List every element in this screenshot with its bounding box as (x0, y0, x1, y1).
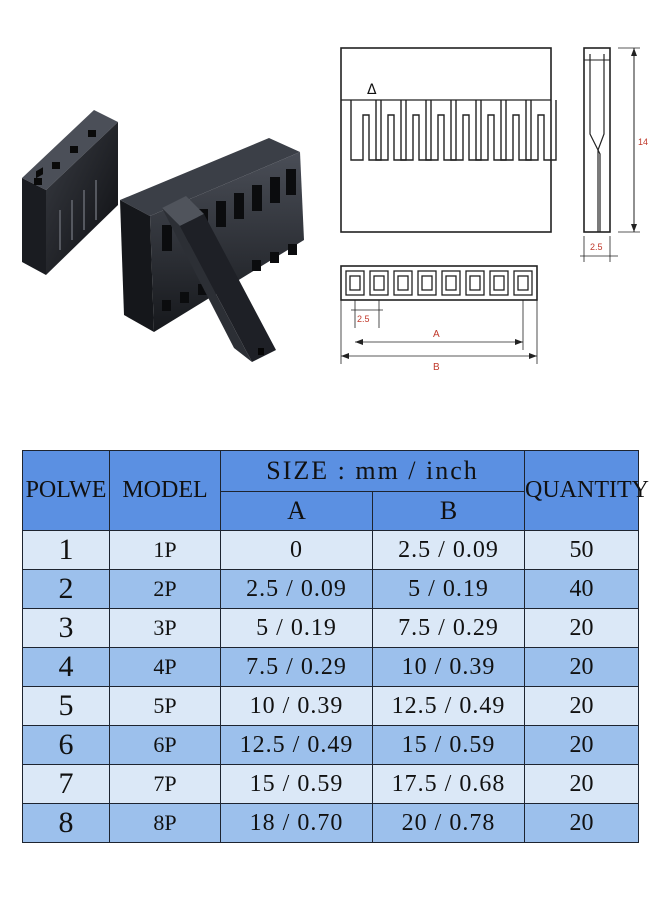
cell-model: 4P (109, 647, 221, 687)
cell-quantity: 40 (524, 569, 640, 609)
cell-model: 3P (109, 608, 221, 648)
cell-polwe: 4 (22, 647, 110, 687)
dimension-2-5-side-label: 2.5 (590, 242, 603, 252)
table-row: 4 4P 7.5 / 0.29 10 / 0.39 20 (22, 647, 640, 687)
table-row: 2 2P 2.5 / 0.09 5 / 0.19 40 (22, 569, 640, 609)
cell-quantity: 20 (524, 725, 640, 765)
header-b: B (371, 491, 526, 531)
cell-quantity: 20 (524, 608, 640, 648)
cell-a: 2.5 / 0.09 (220, 569, 373, 609)
cell-b: 12.5 / 0.49 (371, 686, 526, 726)
header-polwe: POLWE (22, 450, 110, 531)
cell-model: 7P (109, 764, 221, 804)
cell-quantity: 20 (524, 647, 640, 687)
dimension-a-label: A (433, 329, 440, 340)
cell-a: 18 / 0.70 (220, 803, 373, 843)
dimension-pitch-label: 2.5 (357, 314, 370, 324)
cell-model: 6P (109, 725, 221, 765)
cell-polwe: 1 (22, 530, 110, 570)
cell-model: 5P (109, 686, 221, 726)
side-view-drawing: 14 2.5 (580, 47, 648, 262)
cell-polwe: 8 (22, 803, 110, 843)
table-row: 8 8P 18 / 0.70 20 / 0.78 20 (22, 803, 640, 843)
cell-polwe: 3 (22, 608, 110, 648)
cell-b: 17.5 / 0.68 (371, 764, 526, 804)
bottom-view-drawing: 2.5 A B (340, 265, 538, 373)
cell-b: 10 / 0.39 (371, 647, 526, 687)
dimension-b-label: B (433, 362, 440, 373)
cell-model: 1P (109, 530, 221, 570)
cell-b: 5 / 0.19 (371, 569, 526, 609)
cell-polwe: 2 (22, 569, 110, 609)
front-view-drawing: Δ (340, 47, 557, 233)
cell-quantity: 20 (524, 686, 640, 726)
cell-polwe: 7 (22, 764, 110, 804)
cell-b: 15 / 0.59 (371, 725, 526, 765)
cell-quantity: 20 (524, 803, 640, 843)
dimension-14-label: 14 (638, 137, 648, 147)
cell-b: 2.5 / 0.09 (371, 530, 526, 570)
cell-a: 12.5 / 0.49 (220, 725, 373, 765)
header-quantity: QUANTITY (524, 450, 649, 531)
header-size: SIZE : mm / inch (219, 450, 526, 492)
pin1-marker: Δ (367, 82, 377, 98)
table-row: 7 7P 15 / 0.59 17.5 / 0.68 20 (22, 764, 640, 804)
cell-a: 7.5 / 0.29 (220, 647, 373, 687)
cell-a: 0 (220, 530, 373, 570)
table-row: 3 3P 5 / 0.19 7.5 / 0.29 20 (22, 608, 640, 648)
cell-b: 20 / 0.78 (371, 803, 526, 843)
cell-b: 7.5 / 0.29 (371, 608, 526, 648)
header-a: A (220, 491, 373, 531)
cell-polwe: 5 (22, 686, 110, 726)
cell-a: 10 / 0.39 (220, 686, 373, 726)
connector-photo (22, 110, 304, 362)
cell-quantity: 20 (524, 764, 640, 804)
cell-quantity: 50 (524, 530, 640, 570)
cell-polwe: 6 (22, 725, 110, 765)
cell-a: 5 / 0.19 (220, 608, 373, 648)
cell-model: 8P (109, 803, 221, 843)
header-model: MODEL (109, 450, 221, 531)
table-row: 6 6P 12.5 / 0.49 15 / 0.59 20 (22, 725, 640, 765)
table-row: 1 1P 0 2.5 / 0.09 50 (22, 530, 640, 570)
cell-model: 2P (109, 569, 221, 609)
cell-a: 15 / 0.59 (220, 764, 373, 804)
table-row: 5 5P 10 / 0.39 12.5 / 0.49 20 (22, 686, 640, 726)
size-spec-table: POLWE MODEL SIZE : mm / inch QUANTITY A … (22, 450, 649, 843)
